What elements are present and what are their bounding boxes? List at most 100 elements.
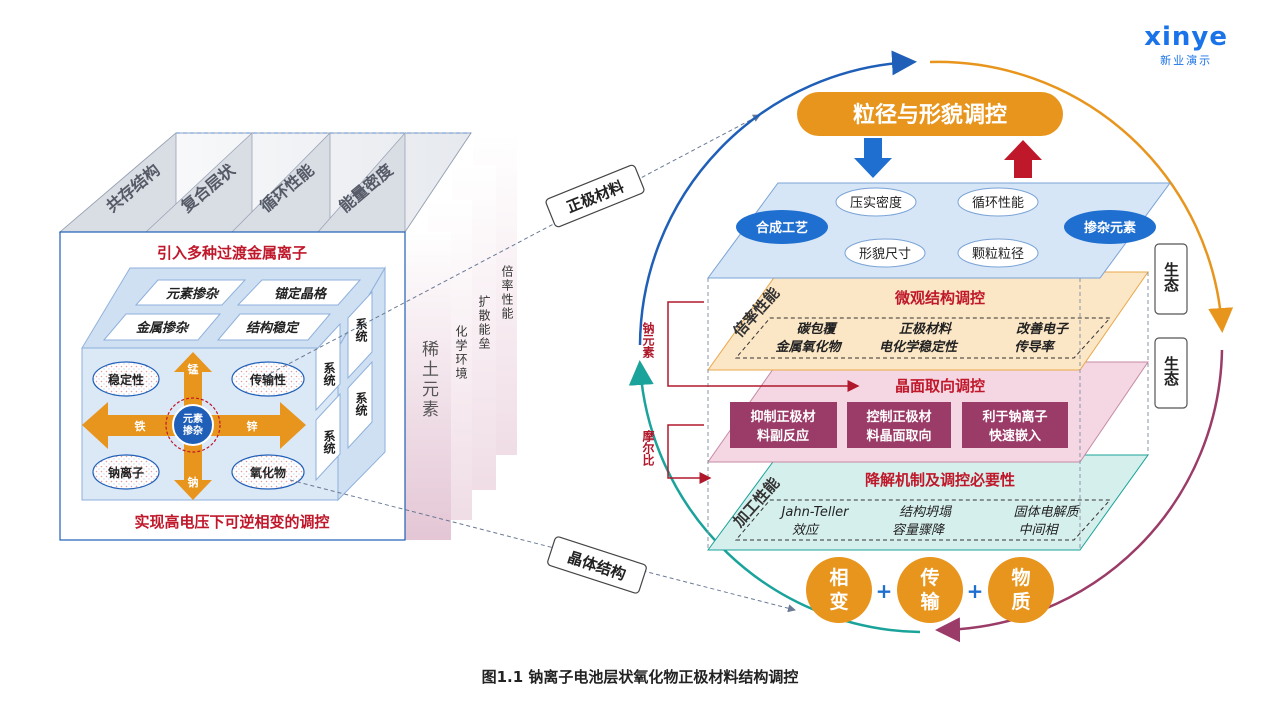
layer1-item1-line2: 金属氧化物 xyxy=(775,339,842,355)
cycle-circle xyxy=(628,50,1234,643)
connector-cathode-box xyxy=(545,164,645,228)
oval-dopant xyxy=(1064,210,1156,244)
arrow-right-label: 锌 xyxy=(247,419,258,433)
eco-tag-1-label: 生态 xyxy=(1162,261,1180,292)
panel-chemical-environment-label: 化学环境 xyxy=(454,325,468,381)
arrow-right xyxy=(208,402,306,449)
oval-dopant-label: 掺杂元素 xyxy=(1084,220,1136,236)
bubble-oxide: 氧化物 xyxy=(249,465,286,480)
layer1-item3-line2: 传导率 xyxy=(1014,339,1056,355)
cube-header: 引入多种过渡金属离子 xyxy=(157,244,307,262)
oval-particle-size: 颗粒粒径 xyxy=(972,247,1024,262)
layer2-box3 xyxy=(962,402,1068,448)
oval-synthesis xyxy=(736,210,828,244)
bubble-stability: 稳定性 xyxy=(108,372,144,387)
layer2-box3-line1: 利于钠离子 xyxy=(982,409,1047,425)
logo-subtitle: 新业演示 xyxy=(1160,54,1213,67)
oval-synthesis-label: 合成工艺 xyxy=(756,220,808,236)
center-label-line1: 元素 xyxy=(183,412,203,425)
logo: xinye 新业演示 xyxy=(1144,24,1228,68)
layer2-box2-line1: 控制正极材 xyxy=(866,409,931,425)
plus-sign-1: + xyxy=(876,579,893,603)
circle-matter-line2: 质 xyxy=(1011,591,1030,613)
circle-matter-line1: 物 xyxy=(1011,566,1030,589)
inner-top-anchor: 锚定晶格 xyxy=(274,286,328,302)
bubble-transport: 传输性 xyxy=(249,372,286,387)
layer2-box1-line2: 料副反应 xyxy=(757,428,809,444)
center-doping-circle xyxy=(172,404,214,446)
layer1-item2-line2: 电化学稳定性 xyxy=(879,339,959,355)
layer3-item3-line2: 中间相 xyxy=(1018,523,1059,538)
plus-sign-2: + xyxy=(967,579,984,603)
title-pill xyxy=(797,92,1063,136)
circle-matter xyxy=(988,557,1054,623)
arrow-left xyxy=(82,402,178,449)
oval-morphology-size: 形貌尺寸 xyxy=(859,247,911,262)
bubble-sodium-ion: 钠离子 xyxy=(108,465,144,480)
down-arrow-blue xyxy=(854,138,892,178)
eco-tag-2-label: 生态 xyxy=(1162,355,1180,386)
logo-brand: xinye xyxy=(1144,22,1228,52)
eco-tag-1 xyxy=(1154,243,1188,315)
cross-arrows: 锰 钠 铁 锌 元素 掺杂 xyxy=(82,352,306,500)
panel-rare-earth-label: 稀土元素 xyxy=(418,340,439,420)
circle-transport xyxy=(897,557,963,623)
inner-top-doping: 元素掺杂 xyxy=(166,286,220,302)
cube-footer: 实现高电压下可逆相变的调控 xyxy=(134,513,329,531)
layer3-item2-line2: 容量骤降 xyxy=(892,522,946,538)
layer2-box2-line2: 料晶面取向 xyxy=(866,428,931,444)
layer-stack: 压实密度 循环性能 形貌尺寸 颗粒粒径 合成工艺 掺杂元素 粒径与形貌调控 微观… xyxy=(641,92,1188,623)
circle-phase-line2: 变 xyxy=(829,590,848,613)
layer3-item2-line1: 结构坍塌 xyxy=(899,505,953,520)
panel-diffusion-barrier-label: 扩散能垒 xyxy=(477,295,491,351)
title-pill-label: 粒径与形貌调控 xyxy=(853,102,1007,128)
arrow-left-label: 铁 xyxy=(135,419,146,433)
layer1-item3-line1: 改善电子 xyxy=(1016,321,1070,337)
layer3-item3-line1: 固体电解质 xyxy=(1013,505,1080,520)
center-label-line2: 掺杂 xyxy=(183,424,203,437)
side-system-1: 系统 xyxy=(354,317,368,343)
panel-rate-performance-label: 倍率性能 xyxy=(500,264,514,321)
layer2-box1 xyxy=(730,402,837,448)
panel-rare-earth xyxy=(405,232,451,540)
layer2-box2 xyxy=(847,402,951,448)
cycle-arc-teal xyxy=(628,360,921,634)
layer2-box1-line1: 抑制正极材 xyxy=(750,409,815,425)
side-system-4: 系统 xyxy=(322,429,336,455)
oval-compaction-density: 压实密度 xyxy=(850,195,902,211)
arrow-up xyxy=(174,352,212,408)
figure-caption: 图1.1 钠离子电池层状氧化物正极材料结构调控 xyxy=(481,668,799,686)
side-system-2: 系统 xyxy=(322,361,336,387)
cycle-arc-orange xyxy=(929,60,1234,333)
arrow-down-label: 钠 xyxy=(188,475,199,489)
arrow-down xyxy=(174,444,212,500)
cycle-arc-blue xyxy=(638,50,917,346)
layer1-plane xyxy=(707,271,1149,371)
connectors: 正极材料 晶体结构 xyxy=(257,114,796,613)
inner-top-metal: 金属掺杂 xyxy=(136,320,190,336)
property-panels: 倍率性能 扩散能垒 化学环境 稀土元素 xyxy=(405,135,517,540)
side-system-boxes: 系统 系统 系统 系统 xyxy=(315,290,373,482)
layer1-item1-line1: 碳包覆 xyxy=(796,321,838,337)
layer1-title: 微观结构调控 xyxy=(894,289,985,307)
eco-tag-2 xyxy=(1154,337,1188,409)
layer2-box3-line2: 快速嵌入 xyxy=(989,428,1041,444)
layer3-item1-line2: 效应 xyxy=(792,522,820,538)
circle-transport-line2: 输 xyxy=(920,590,940,613)
connector-crystal-box xyxy=(547,536,647,594)
molar-ratio-tag: 摩尔比 xyxy=(641,429,655,467)
layer3-title: 降解机制及调控必要性 xyxy=(865,471,1015,489)
left-cube: 共存结构 复合层状 循环性能 能量密度 引入多种过渡金属离子 实现高电压下可逆相… xyxy=(58,131,472,541)
cycle-arc-maroon xyxy=(935,349,1224,643)
inner-top-stable: 结构稳定 xyxy=(246,320,300,336)
circle-phase-line1: 相 xyxy=(829,567,848,589)
circle-transport-line1: 传 xyxy=(919,566,939,589)
circle-phase-change xyxy=(806,557,872,623)
up-arrow-red xyxy=(1004,140,1042,178)
layer3-item1-line1: Jahn-Teller xyxy=(779,505,851,520)
layer1-item2-line1: 正极材料 xyxy=(899,321,952,337)
side-system-3: 系统 xyxy=(354,391,368,417)
sodium-element-tag: 钠元素 xyxy=(641,321,655,359)
arrow-up-label: 锰 xyxy=(188,362,199,376)
